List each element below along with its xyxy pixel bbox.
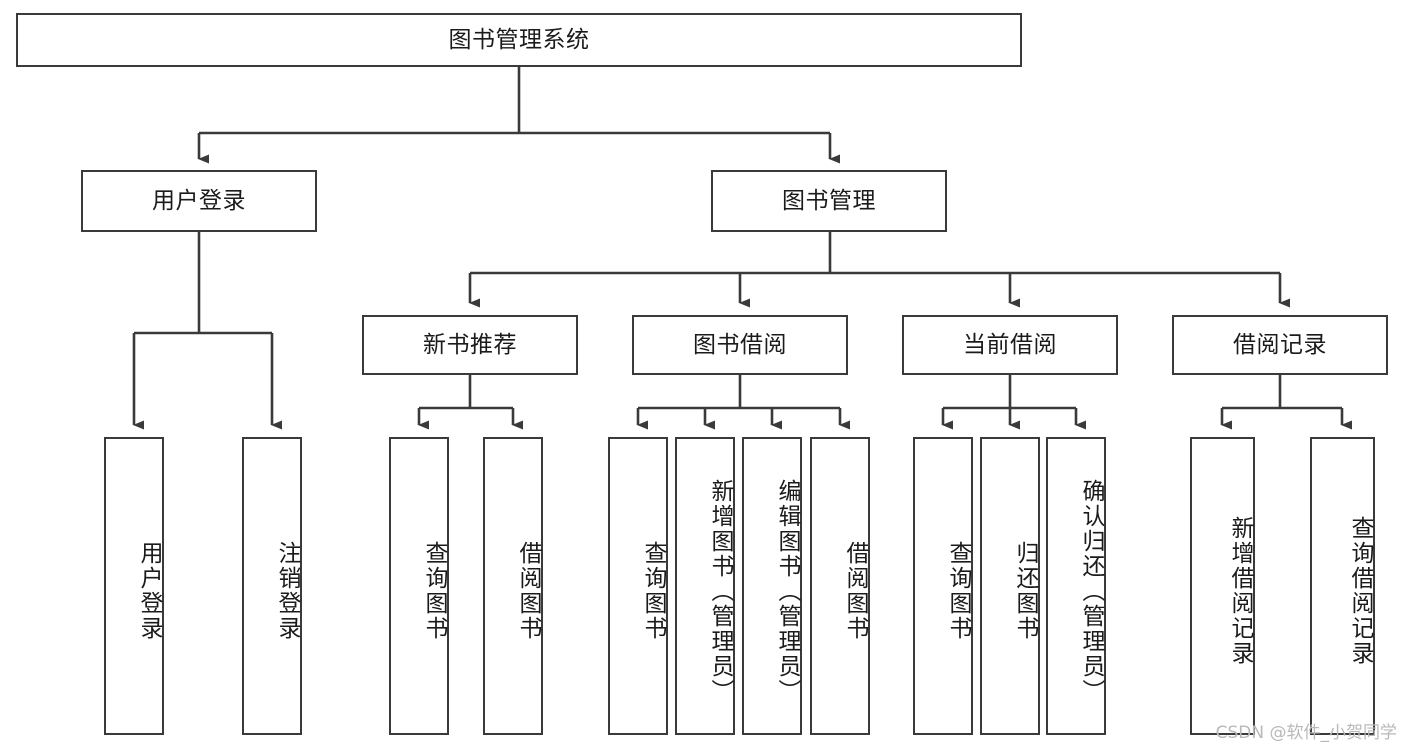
node-book-management[interactable]: 图书管理 <box>711 170 947 232</box>
leaf-return-book[interactable]: 归还图书 <box>980 437 1040 735</box>
leaf-add-borrow-record-label: 新增借阅记录 <box>1227 516 1253 666</box>
leaf-query-book-borrow[interactable]: 查询图书 <box>608 437 668 735</box>
leaf-query-borrow-record[interactable]: 查询借阅记录 <box>1310 437 1375 735</box>
leaf-query-book-recommend[interactable]: 查询图书 <box>389 437 449 735</box>
node-new-book-recommend-label: 新书推荐 <box>423 331 517 358</box>
leaf-user-login[interactable]: 用户登录 <box>104 437 164 735</box>
leaf-add-book-admin[interactable]: 新增图书（管理员） <box>675 437 735 735</box>
node-borrow-record[interactable]: 借阅记录 <box>1172 315 1388 375</box>
leaf-borrow-book-recommend[interactable]: 借阅图书 <box>483 437 543 735</box>
node-borrow-record-label: 借阅记录 <box>1233 331 1327 358</box>
node-user-login-label: 用户登录 <box>152 187 246 214</box>
node-book-borrow[interactable]: 图书借阅 <box>632 315 848 375</box>
node-new-book-recommend[interactable]: 新书推荐 <box>362 315 578 375</box>
node-book-management-label: 图书管理 <box>782 187 876 214</box>
leaf-user-login-label: 用户登录 <box>136 541 162 641</box>
node-root[interactable]: 图书管理系统 <box>16 13 1022 67</box>
leaf-borrow-book-recommend-label: 借阅图书 <box>515 541 541 641</box>
leaf-edit-book-admin-label: 编辑图书（管理员） <box>774 478 800 704</box>
node-user-login[interactable]: 用户登录 <box>81 170 317 232</box>
node-current-borrow[interactable]: 当前借阅 <box>902 315 1118 375</box>
leaf-add-borrow-record[interactable]: 新增借阅记录 <box>1190 437 1255 735</box>
node-root-label: 图书管理系统 <box>448 26 590 53</box>
leaf-confirm-return-admin-label: 确认归还（管理员） <box>1078 478 1104 704</box>
node-book-borrow-label: 图书借阅 <box>693 331 787 358</box>
leaf-confirm-return-admin[interactable]: 确认归还（管理员） <box>1046 437 1106 735</box>
leaf-add-book-admin-label: 新增图书（管理员） <box>707 478 733 704</box>
leaf-query-book-current[interactable]: 查询图书 <box>913 437 973 735</box>
leaf-user-logout[interactable]: 注销登录 <box>242 437 302 735</box>
leaf-query-book-borrow-label: 查询图书 <box>640 541 666 641</box>
leaf-edit-book-admin[interactable]: 编辑图书（管理员） <box>742 437 802 735</box>
leaf-query-borrow-record-label: 查询借阅记录 <box>1347 516 1373 666</box>
leaf-query-book-current-label: 查询图书 <box>945 541 971 641</box>
leaf-return-book-label: 归还图书 <box>1012 541 1038 641</box>
node-current-borrow-label: 当前借阅 <box>963 331 1057 358</box>
watermark: CSDN @软件_小贺同学 <box>1215 723 1397 743</box>
leaf-query-book-recommend-label: 查询图书 <box>421 541 447 641</box>
leaf-borrow-book[interactable]: 借阅图书 <box>810 437 870 735</box>
leaf-borrow-book-label: 借阅图书 <box>842 541 868 641</box>
leaf-user-logout-label: 注销登录 <box>274 541 300 641</box>
